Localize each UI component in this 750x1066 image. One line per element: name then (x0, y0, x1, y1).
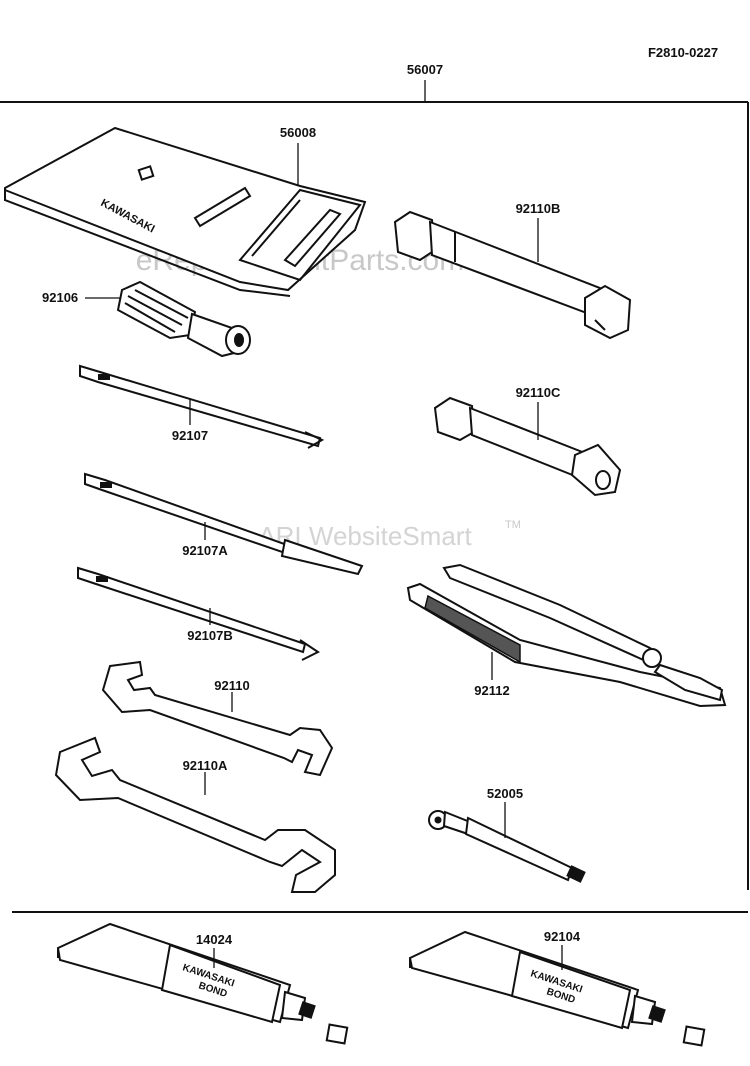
watermark-trademark: TM (505, 519, 521, 531)
bond-tube-92104: KAWASAKI BOND (408, 930, 706, 1047)
pliers-92112 (406, 563, 727, 708)
box-wrench-92110c (433, 396, 622, 497)
part-label-92110b: 92110B (516, 201, 561, 216)
tool-bag: KAWASAKI (4, 126, 367, 297)
wrench-92110 (101, 660, 334, 777)
part-label-56008: 56008 (280, 125, 316, 140)
part-label-14024: 14024 (196, 932, 233, 947)
part-label-92106: 92106 (42, 290, 78, 305)
screwdriver-92107 (79, 364, 325, 449)
box-wrench-92110b (393, 210, 632, 340)
part-label-92107b: 92107B (187, 628, 233, 643)
part-label-92110a: 92110A (183, 758, 228, 773)
part-label-92110: 92110 (214, 678, 249, 693)
gauge-52005 (428, 810, 586, 883)
bond-tube-14024: KAWASAKI BOND (56, 922, 349, 1045)
screwdriver-92107b (77, 566, 320, 661)
part-label-92107a: 92107A (182, 543, 228, 558)
wrench-92110a (54, 736, 336, 893)
figure-code: F2810-0227 (648, 45, 718, 60)
handle-92106 (116, 280, 251, 358)
part-label-52005: 52005 (487, 786, 523, 801)
part-label-92104: 92104 (544, 929, 581, 944)
part-label-92107: 92107 (172, 428, 208, 443)
part-label-56007: 56007 (407, 62, 443, 77)
part-label-92110c: 92110C (516, 385, 561, 400)
screwdriver-92107a (84, 472, 364, 576)
part-label-92112: 92112 (474, 683, 509, 698)
